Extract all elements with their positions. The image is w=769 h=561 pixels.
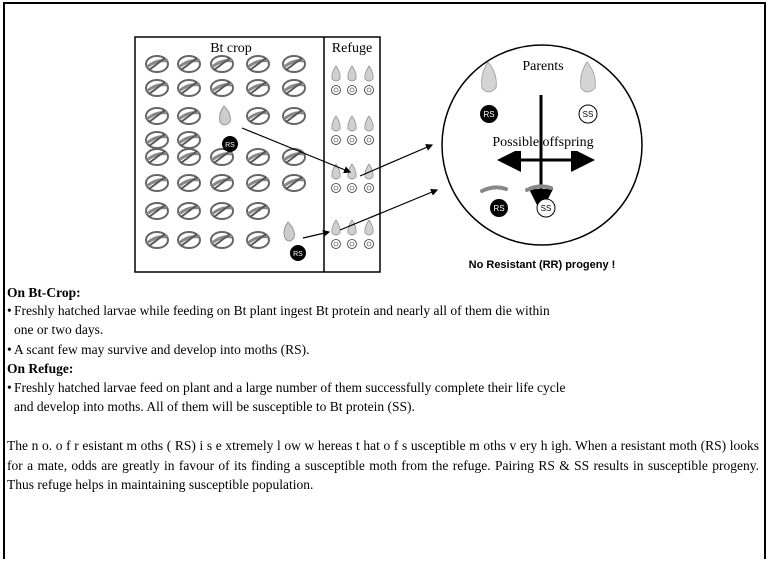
dead-larva-icon	[210, 79, 234, 97]
dead-larva-icon	[145, 148, 169, 166]
dead-larva-icon	[145, 79, 169, 97]
offspring-rs-badge	[490, 199, 508, 217]
dead-larva-icon	[210, 148, 234, 166]
bullet-dot: •	[7, 342, 12, 357]
bt-bullet2: A scant few may survive and develop into…	[14, 342, 310, 357]
bt-crop-label: Bt crop	[210, 41, 252, 56]
refuge-moth-icon	[364, 65, 374, 95]
summary-paragraph: The n o. o f r esistant m oths ( RS) i s…	[7, 438, 759, 492]
dead-larva-icon	[246, 231, 270, 249]
dead-larva-icon	[282, 55, 306, 73]
dead-larva-icon	[246, 174, 270, 192]
offspring-ss-label: SS	[541, 204, 552, 213]
dead-larva-icon	[282, 174, 306, 192]
offspring-label: Possible offspring	[492, 135, 593, 150]
rs-badge-field-2: RS	[293, 251, 303, 258]
dead-larva-icon	[210, 174, 234, 192]
arrow-to-offspring	[339, 188, 439, 231]
bt-bullet1-line2: one or two days.	[14, 322, 104, 337]
refuge-diagram: Bt crop Refuge RS RS Parents RS SS Possi…	[134, 36, 643, 273]
parent-rs-badge	[480, 105, 498, 123]
dead-larva-icon	[177, 107, 201, 125]
dead-larva-icon	[145, 202, 169, 220]
dead-larva-icon	[282, 107, 306, 125]
dead-larva-icon	[246, 79, 270, 97]
refuge-moth-icon	[331, 115, 341, 145]
parents-label: Parents	[522, 59, 563, 74]
slide-frame	[3, 2, 766, 559]
dead-larvae-grid	[145, 55, 306, 249]
conclusion-text: No Resistant (RR) progeny !	[469, 259, 616, 271]
refuge-moth-icon	[331, 65, 341, 95]
dead-larva-icon	[177, 174, 201, 192]
refuge-bullet1-line1: Freshly hatched larvae feed on plant and…	[14, 380, 566, 395]
dead-larva-icon	[145, 174, 169, 192]
refuge-bullet1-line2: and develop into moths. All of them will…	[14, 399, 415, 414]
bt-crop-heading: On Bt-Crop:	[7, 285, 81, 300]
refuge-moth-icon	[347, 65, 357, 95]
dead-larva-icon	[177, 79, 201, 97]
parent-ss-label: SS	[583, 110, 594, 119]
dead-larva-icon	[210, 55, 234, 73]
parent-moth-rs	[481, 61, 497, 93]
dead-larva-icon	[145, 55, 169, 73]
surviving-moth: RS	[219, 105, 238, 152]
dead-larva-icon	[246, 148, 270, 166]
dead-larva-icon	[210, 231, 234, 249]
refuge-moth-icon	[331, 219, 341, 249]
offspring-ss-badge	[536, 198, 556, 218]
refuge-moth-icon	[347, 115, 357, 145]
surviving-moth-2: RS	[283, 221, 306, 261]
refuge-moth-icon	[364, 115, 374, 145]
dead-larva-icon	[210, 202, 234, 220]
refuge-moth-icon	[364, 163, 374, 193]
arrow-rs2-to-refuge	[302, 229, 331, 239]
parent-ss-badge	[578, 104, 598, 124]
refuge-moth-icon	[364, 219, 374, 249]
dead-larva-icon	[246, 55, 270, 73]
refuge-larvae-grid	[331, 65, 374, 249]
parent-moth-ss	[580, 61, 596, 93]
offspring-rs-label: RS	[493, 204, 504, 213]
bullet-dot: •	[7, 303, 12, 318]
arrow-rs-to-refuge	[241, 127, 352, 174]
dead-larva-icon	[282, 79, 306, 97]
parent-rs-label: RS	[483, 110, 494, 119]
arrow-to-parents	[359, 144, 434, 177]
dead-larva-icon	[246, 202, 270, 220]
offspring-larva-1	[480, 185, 508, 193]
dead-larva-icon	[177, 231, 201, 249]
dead-larva-icon	[145, 107, 169, 125]
bt-bullet1-line1: Freshly hatched larvae while feeding on …	[14, 303, 550, 318]
dead-larva-icon	[246, 107, 270, 125]
dead-larva-icon	[145, 231, 169, 249]
refuge-label: Refuge	[332, 41, 372, 56]
bullet-dot: •	[7, 380, 12, 395]
dead-larva-icon	[177, 148, 201, 166]
dead-larva-icon	[177, 202, 201, 220]
refuge-heading: On Refuge:	[7, 361, 74, 376]
offspring-larva-2	[525, 184, 553, 192]
dead-larva-icon	[177, 55, 201, 73]
rs-badge-field: RS	[225, 142, 235, 149]
